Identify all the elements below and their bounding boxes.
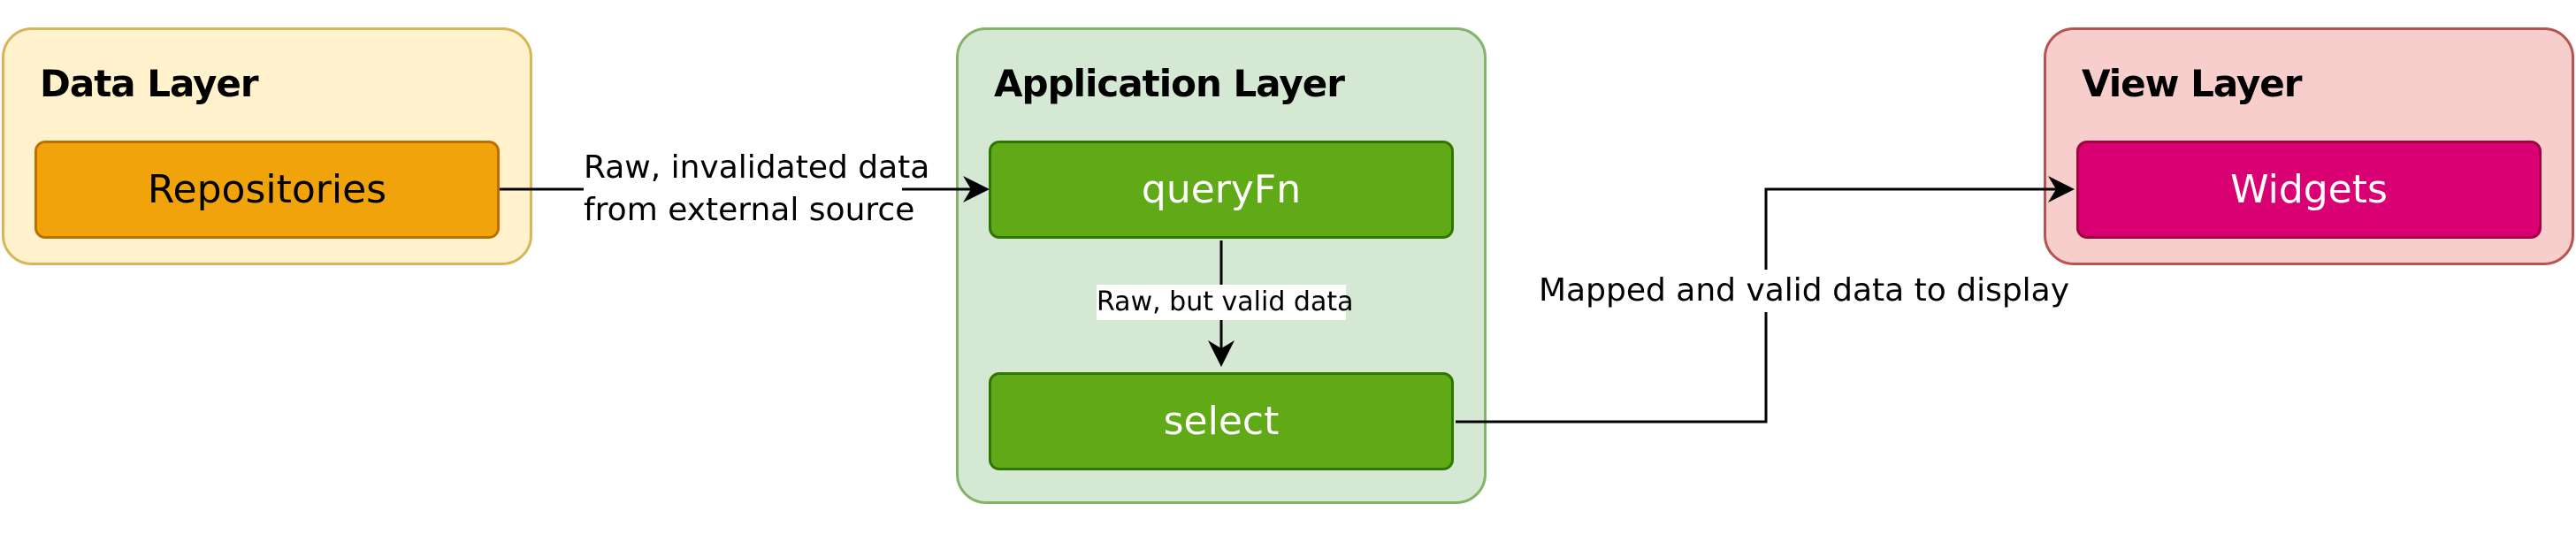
data-layer-title: Data Layer (40, 62, 259, 105)
edge-label-line-2: from external source (584, 192, 915, 228)
edge-label-mapped-valid: Mapped and valid data to display (1539, 270, 2069, 312)
queryfn-node: queryFn (989, 141, 1454, 239)
edge-label-raw-valid: Raw, but valid data (1097, 285, 1354, 320)
widgets-node: Widgets (2076, 141, 2542, 239)
application-layer-title: Application Layer (994, 62, 1345, 105)
edge-label-raw-invalidated: Raw, invalidated data from external sour… (584, 147, 930, 232)
repositories-node: Repositories (34, 141, 500, 239)
select-node: select (989, 372, 1454, 470)
select-label: select (1163, 399, 1280, 444)
view-layer-title: View Layer (2082, 62, 2302, 105)
queryfn-label: queryFn (1141, 167, 1302, 212)
repositories-label: Repositories (147, 167, 387, 212)
widgets-label: Widgets (2230, 167, 2388, 212)
edge-label-line-1: Raw, invalidated data (584, 149, 930, 186)
